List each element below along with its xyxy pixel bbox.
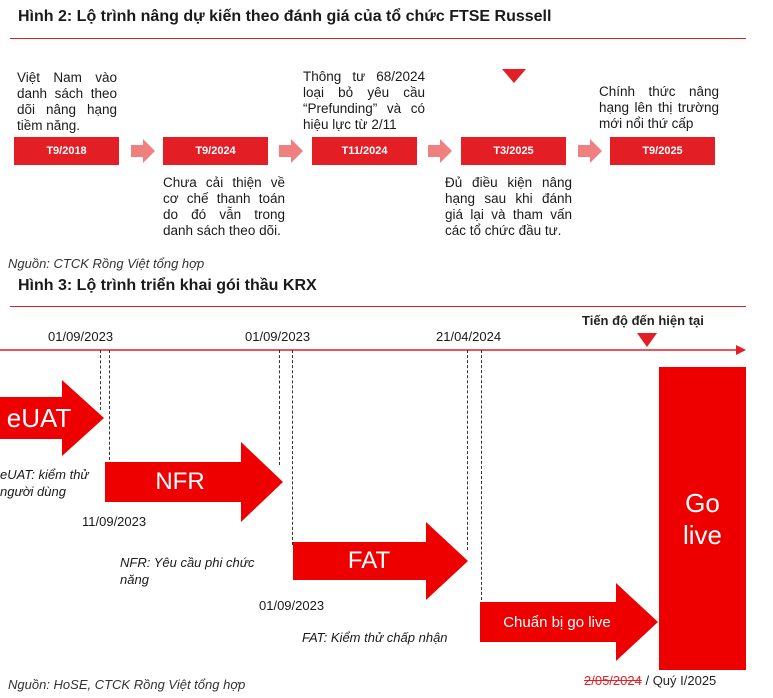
golive-date: 2/05/2024 / Quý I/2025: [584, 673, 717, 688]
note-euat: eUAT: kiểm thử người dùng: [0, 467, 89, 499]
guide-line: [481, 350, 482, 605]
date-top-3: 21/04/2024: [436, 329, 502, 344]
figure3-title-rule: [10, 306, 746, 307]
milestone-t11-2024: T11/2024: [312, 137, 417, 165]
note-fat: FAT: Kiểm thử chấp nhận: [302, 630, 448, 645]
chevron-right-icon: [279, 139, 303, 163]
chevron-right-icon: [428, 139, 452, 163]
progress-label: Tiến độ đến hiện tại: [582, 313, 704, 328]
phase-fat-label: FAT: [347, 547, 391, 574]
guide-line: [279, 350, 280, 465]
golive-date-new: Quý I/2025: [652, 673, 717, 688]
figure3-title: Hình 3: Lộ trình triển khai gói thầu KRX: [18, 277, 317, 294]
figure2-title: Hình 2: Lộ trình nâng dự kiến theo đánh …: [18, 8, 552, 25]
note-t9-2018: Việt Nam vào danh sách theo dõi nâng hạn…: [17, 70, 117, 133]
golive-date-struck: 2/05/2024: [584, 673, 642, 688]
milestone-t9-2024: T9/2024: [163, 137, 268, 165]
chevron-right-icon: [131, 139, 155, 163]
golive-block: Go live: [659, 367, 746, 670]
milestone-t9-2025: T9/2025: [610, 137, 715, 165]
chevron-right-icon: [578, 139, 602, 163]
phase-euat-arrow: [0, 380, 104, 456]
timeline-axis: [0, 345, 746, 355]
figure2-source: Nguồn: CTCK Rồng Việt tổng hợp: [8, 256, 205, 271]
guide-line: [100, 350, 101, 410]
golive-line2: live: [682, 519, 722, 550]
date-fat: 01/09/2023: [259, 598, 325, 613]
note-t9-2025: Chính thức nâng hạng lên thị trường mới …: [599, 84, 719, 131]
golive-line1: Go: [685, 487, 720, 518]
note-t3-2025: Đủ điều kiện nâng hạng sau khi đánh giá …: [445, 175, 572, 238]
date-nfr: 11/09/2023: [82, 514, 147, 529]
note-t9-2024: Chưa cải thiện về cơ chế thanh toán do đ…: [163, 175, 285, 238]
phase-prepare-golive-arrow: [480, 583, 658, 661]
progress-marker-triangle: [637, 333, 657, 347]
milestone-t3-2025: T3/2025: [461, 137, 566, 165]
date-top-2: 01/09/2023: [245, 329, 311, 344]
phase-nfr-label: NFR: [155, 468, 205, 495]
figure3-source: Nguồn: HoSE, CTCK Rồng Việt tổng hợp: [8, 677, 246, 692]
guide-line: [292, 350, 293, 545]
phase-euat-label: eUAT: [6, 402, 72, 433]
guide-line: [109, 350, 110, 460]
milestone-t9-2018: T9/2018: [14, 137, 119, 165]
phase-prepare-golive-label: Chuẩn bị go live: [503, 613, 611, 631]
figure2-title-rule: [10, 38, 746, 39]
current-marker-triangle: [502, 69, 526, 83]
phase-nfr-arrow: [105, 442, 283, 522]
guide-line: [467, 350, 468, 550]
note-nfr: NFR: Yêu cầu phi chức năng: [120, 555, 255, 587]
date-top-1: 01/09/2023: [48, 329, 114, 344]
note-t11-2024: Thông tư 68/2024 loại bỏ yêu cầu “Prefun…: [303, 69, 425, 132]
phase-fat-arrow: [293, 522, 468, 600]
